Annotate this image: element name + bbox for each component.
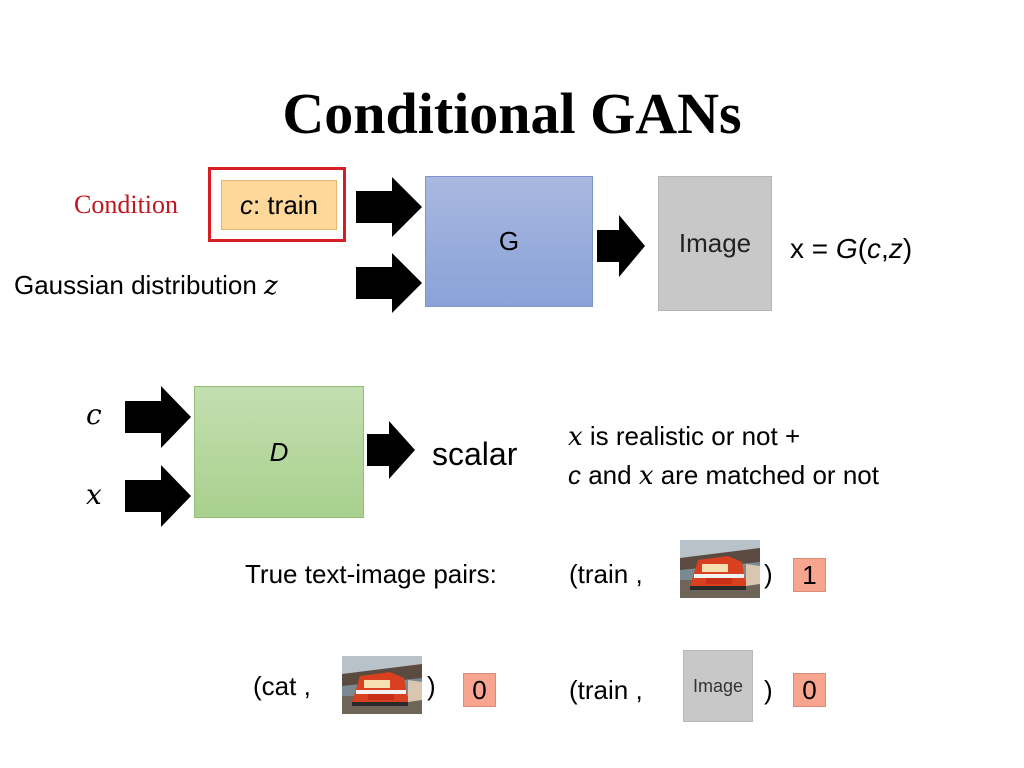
equation-fn: G [835,233,858,264]
d-description-line2: c and x are matched or not [568,460,879,491]
true-pair-open: (train , [569,559,643,589]
noise-var: z [264,271,278,301]
generated-image-label: Image [678,228,752,258]
equation-arg-c: c [867,233,882,264]
equation-open-paren: ( [857,233,868,264]
desc2-and: and [581,460,639,490]
slide-title: Conditional GANs [282,81,742,146]
noise-label: Gaussian distribution [14,270,257,300]
condition-to-g-arrow [356,177,422,237]
d-description-line1: x is realistic or not + [568,421,800,452]
scalar-label: scalar [432,436,518,472]
x-to-d-arrow [125,465,191,527]
train-photo-true [680,540,760,598]
generator-label: G [498,226,520,256]
equation-lhs: x = [790,233,836,264]
fake-image-label: Image [692,675,744,696]
d-to-scalar-arrow [367,421,415,479]
equation-comma: , [881,233,889,264]
cat-pair-score: 0 [463,673,496,707]
d-input-c-label: c [86,398,102,431]
noise-to-g-arrow [356,253,422,313]
c-to-d-arrow [125,386,191,448]
desc2-var: x [638,461,654,491]
fake-image-box: Image [683,650,753,722]
condition-box: c: train [221,180,337,230]
discriminator-label: D [269,436,289,467]
condition-label: Condition [74,190,179,219]
equation-close-paren: ) [902,233,913,264]
desc1-var: x [568,422,583,452]
desc2-c: c [568,460,581,490]
noise-label-group: Gaussian distribution z [14,270,278,301]
cat-pair-open: (cat , [253,671,311,701]
true-pair-close: ) [764,559,773,589]
d-input-x-label: x [86,478,102,511]
discriminator-box: D [194,386,364,518]
generated-image-box: Image [658,176,772,311]
g-to-image-arrow [597,215,645,277]
fake-pair-open: (train , [569,675,643,705]
desc2-text: are matched or not [653,460,879,490]
condition-text: : train [252,189,319,220]
condition-var: c [239,189,253,220]
desc1-text: is realistic or not + [582,421,801,451]
condition-highlight-frame [208,167,346,242]
generator-box: G [425,176,593,307]
train-photo-cat [342,656,422,714]
fake-pair-close: ) [764,675,773,705]
fake-pair-score: 0 [793,673,826,707]
true-pairs-label: True text-image pairs: [245,559,497,589]
equation-arg-z: z [888,233,903,264]
true-pair-score: 1 [793,558,826,592]
generator-equation: x = G(c,z) [790,233,912,265]
cat-pair-close: ) [427,671,436,701]
